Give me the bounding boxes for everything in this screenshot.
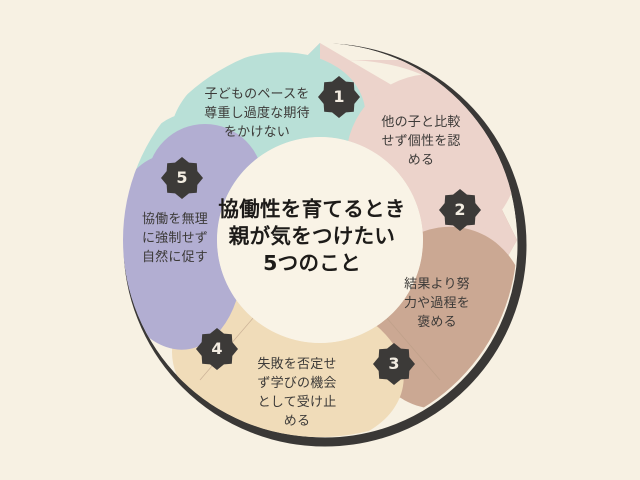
badge-5[interactable] — [161, 157, 203, 199]
badge-3[interactable] — [373, 343, 415, 385]
badge-4[interactable] — [196, 328, 238, 370]
badge-1[interactable] — [318, 76, 360, 118]
center-hole — [217, 137, 423, 343]
number-badges — [161, 76, 481, 385]
badge-2[interactable] — [439, 189, 481, 231]
